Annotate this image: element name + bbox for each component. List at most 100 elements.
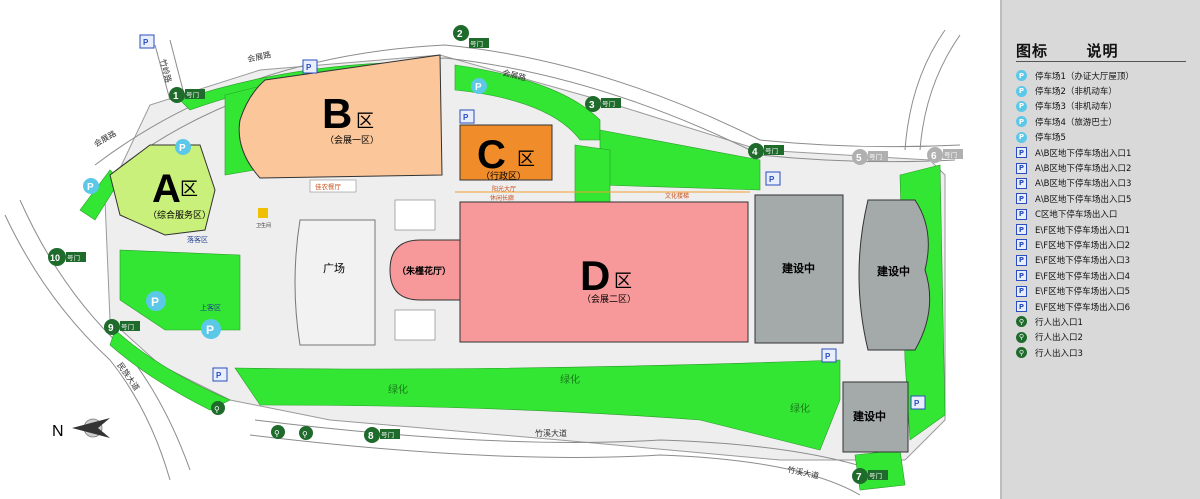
gate-5[interactable]: 5 号门 [852, 149, 888, 165]
underground-parking-icon-7[interactable]: P [910, 395, 926, 410]
gate-9[interactable]: 9 号门 [104, 319, 140, 335]
svg-text:号门: 号门 [602, 99, 615, 108]
svg-text:6: 6 [931, 151, 937, 162]
toilet-icon [258, 208, 268, 218]
svg-text:P: P [151, 295, 159, 309]
zone-c-letter: C [477, 133, 506, 177]
pedestrian-entrance-1[interactable]: ⚲ [299, 426, 313, 440]
underground-parking-icon-4[interactable]: P [212, 367, 228, 382]
road-huizhan-label-1: 会展路 [246, 49, 272, 64]
svg-text:号门: 号门 [67, 253, 80, 262]
construction-building-3 [842, 381, 909, 453]
legend-item-text: E\F区地下停车场出入口4 [1035, 271, 1131, 282]
gate-8[interactable]: 8 号门 [364, 427, 400, 443]
parking-circle-5[interactable]: P [471, 78, 487, 94]
parking-circle-2[interactable]: P [83, 178, 99, 194]
plaza-area [294, 219, 376, 346]
legend-item: P E\F区地下停车场出入口5 [1016, 283, 1134, 298]
pedestrian-entrance-3[interactable]: ⚲ [211, 401, 225, 415]
pedestrian-icon: ⚲ [1016, 331, 1027, 343]
parking-circle-icon: P [1016, 70, 1027, 82]
green-lawn-south [234, 359, 841, 451]
pedestrian-icon: ⚲ [1016, 316, 1027, 328]
svg-text:号门: 号门 [381, 430, 394, 439]
svg-text:号门: 号门 [765, 146, 778, 155]
restaurant-box [309, 179, 357, 193]
parking-circle-1[interactable]: P [175, 139, 191, 155]
svg-text:P: P [769, 175, 775, 184]
legend-item-text: E\F区地下停车场出入口5 [1035, 287, 1131, 298]
legend-item-text: 停车场1（办证大厅屋顶） [1035, 71, 1134, 82]
zone-a-letter: A [152, 167, 181, 211]
underground-parking-icon-2[interactable]: P [302, 59, 318, 74]
svg-text:2: 2 [457, 29, 463, 40]
gate-6[interactable]: 6 号门 [927, 147, 963, 163]
parking-circle-icon: P [1016, 85, 1027, 97]
svg-text:P: P [179, 143, 186, 154]
gate-1[interactable]: 1 号门 [169, 87, 205, 103]
zone-c-suffix: 区 [517, 149, 535, 170]
greening-label-1: 绿化 [388, 383, 408, 396]
svg-text:9: 9 [108, 323, 114, 334]
underground-parking-icon-5[interactable]: P [765, 171, 781, 186]
zone-d-suffix: 区 [614, 271, 632, 292]
gate-10[interactable]: 10 号门 [48, 248, 86, 266]
legend-item: P 停车场1（办证大厅屋顶） [1016, 68, 1134, 83]
legend-item: ⚲行人出入口3 [1016, 345, 1134, 360]
zone-c-subtitle: （行政区） [481, 170, 526, 182]
parking-circle-icon: P [1016, 100, 1027, 112]
zone-c-block [459, 124, 553, 181]
gate-2[interactable]: 2 号门 [453, 25, 489, 48]
parking-circle-4[interactable]: P [201, 319, 221, 339]
svg-text:P: P [87, 182, 94, 193]
pedestrian-entrance-2[interactable]: ⚲ [271, 425, 285, 439]
hibiscus-hall-label: （朱槿花厅） [397, 265, 451, 277]
cultural-corridor-label: 文化楼梯 [665, 192, 689, 200]
legend-title-description-label: 说明 [1086, 42, 1119, 60]
svg-text:号门: 号门 [186, 90, 199, 99]
underground-parking-icon: P [1016, 239, 1027, 251]
sunny-hall-label: 阳光大厅 [492, 185, 516, 193]
svg-text:号门: 号门 [121, 322, 134, 331]
gate-7[interactable]: 7 号门 [852, 468, 888, 484]
underground-parking-icon-1[interactable]: P [139, 34, 155, 49]
leisure-corridor-label: 休闲长廊 [490, 194, 514, 202]
zone-b-letter: B [322, 90, 352, 137]
legend-divider [1016, 61, 1186, 62]
zone-a-subtitle: （综合服务区） [148, 209, 211, 221]
hibiscus-hall-block [389, 239, 461, 301]
legend-item-text: 停车场5 [1035, 133, 1066, 144]
underground-parking-icon: P [1016, 285, 1027, 297]
departure-area-label: 上客区 [200, 303, 221, 312]
gate-3[interactable]: 3 号门 [585, 96, 621, 112]
underground-parking-icon-6[interactable]: P [821, 348, 837, 363]
svg-text:号门: 号门 [869, 152, 882, 161]
gate-4[interactable]: 4 号门 [748, 143, 784, 159]
legend-item-text: A\B区地下停车场出入口1 [1035, 148, 1132, 159]
road-zhuling [154, 44, 171, 101]
svg-text:⚲: ⚲ [302, 430, 308, 439]
underground-parking-icon: P [1016, 193, 1027, 205]
venue-map: A 区 （综合服务区） B 区 （会展一区） C 区 （行政区） 阳光大厅 休闲… [4, 25, 963, 496]
legend-item-text: 停车场2（非机动车） [1035, 87, 1117, 98]
underground-parking-icon-3[interactable]: P [459, 109, 475, 124]
svg-text:⚲: ⚲ [274, 429, 280, 438]
svg-text:P: P [914, 399, 920, 408]
underground-parking-icon: P [1016, 224, 1027, 236]
legend-item-text: 行人出入口3 [1035, 348, 1083, 359]
legend-item-text: A\B区地下停车场出入口3 [1035, 179, 1132, 190]
stairs-north [394, 199, 436, 231]
zone-d-letter: D [580, 252, 610, 299]
parking-circle-3[interactable]: P [146, 291, 166, 311]
svg-text:P: P [306, 63, 312, 72]
